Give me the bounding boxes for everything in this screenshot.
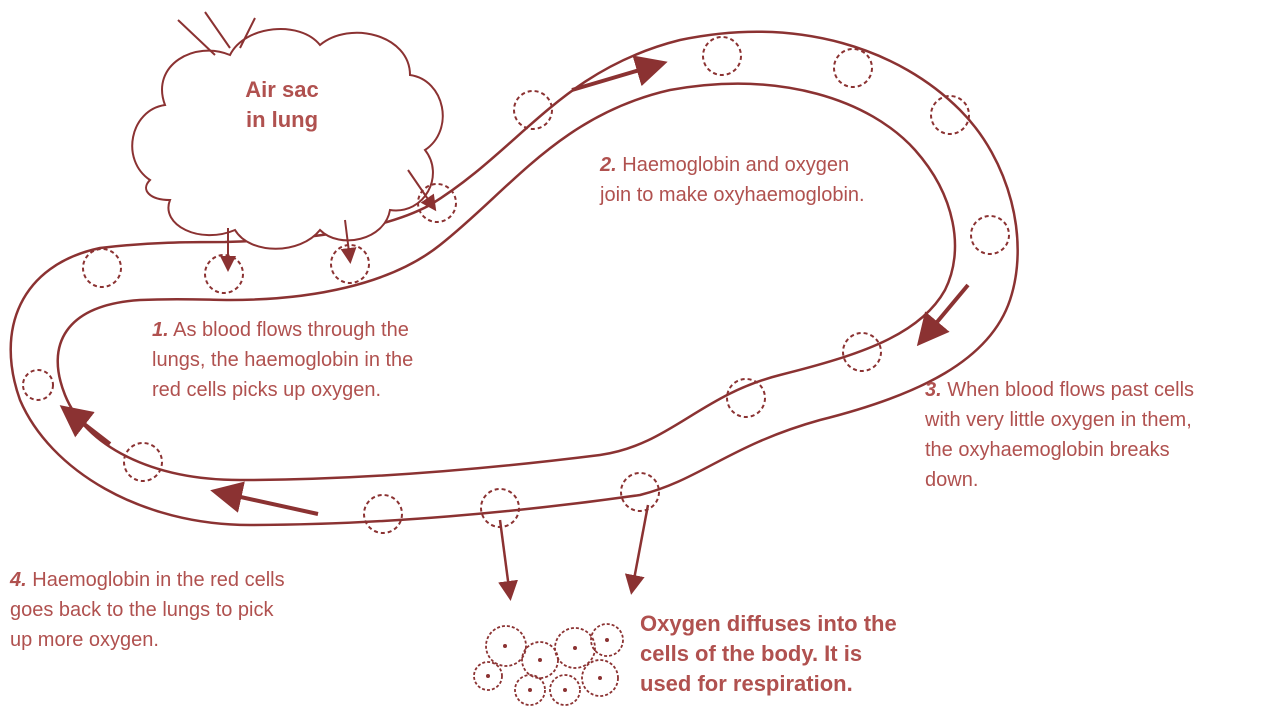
step-number: 2. <box>600 154 617 176</box>
red-blood-cell-icon <box>205 255 243 293</box>
red-blood-cell-icon <box>703 37 741 75</box>
step-text-line: down. <box>925 465 1194 495</box>
air-sac-label: Air sac in lung <box>212 75 352 135</box>
step-text-line: red cells picks up oxygen. <box>152 375 413 405</box>
air-sac-label-line: in lung <box>212 105 352 135</box>
step-number: 1. <box>152 319 169 341</box>
step-text-line: Haemoglobin in the red cells <box>32 569 284 591</box>
step-number: 4. <box>10 569 27 591</box>
oxygen-arrow-icon <box>500 520 510 596</box>
red-blood-cell-icon <box>83 249 121 287</box>
red-blood-cell-icon <box>727 379 765 417</box>
red-blood-cell-icon <box>843 333 881 371</box>
red-blood-cell-icon <box>124 443 162 481</box>
body-cells-icon <box>474 624 623 705</box>
red-blood-cell-icon <box>331 245 369 283</box>
oxygen-exit-arrows <box>500 505 648 596</box>
flow-arrow-icon <box>218 492 318 514</box>
air-sac-label-line: Air sac <box>212 75 352 105</box>
step-text-line: As blood flows through the <box>173 319 409 341</box>
flow-arrow-icon <box>572 64 660 90</box>
step-4-caption: 4. Haemoglobin in the red cells goes bac… <box>10 565 285 655</box>
red-blood-cell-icon <box>23 370 53 400</box>
step-3-caption: 3. When blood flows past cells with very… <box>925 375 1194 495</box>
step-text-line: lungs, the haemoglobin in the <box>152 345 413 375</box>
step-text-line: When blood flows past cells <box>947 379 1194 401</box>
step-number: 3. <box>925 379 942 401</box>
step-text-line: Haemoglobin and oxygen <box>622 154 849 176</box>
oxygen-arrow-icon <box>632 505 648 590</box>
step-text-line: with very little oxygen in them, <box>925 405 1194 435</box>
step-2-caption: 2. Haemoglobin and oxygen join to make o… <box>600 150 865 210</box>
red-blood-cell-icon <box>971 216 1009 254</box>
red-blood-cell-icon <box>364 495 402 533</box>
step-text-line: the oxyhaemoglobin breaks <box>925 435 1194 465</box>
outcome-text-line: Oxygen diffuses into the <box>640 609 897 639</box>
air-sac-cloud <box>132 29 443 249</box>
outcome-caption: Oxygen diffuses into the cells of the bo… <box>640 609 897 699</box>
step-1-caption: 1. As blood flows through the lungs, the… <box>152 315 413 405</box>
outcome-text-line: used for respiration. <box>640 669 897 699</box>
red-blood-cell-icon <box>834 49 872 87</box>
flow-arrow-icon <box>66 410 110 444</box>
body-cell-nuclei <box>486 638 609 692</box>
step-text-line: join to make oxyhaemoglobin. <box>600 180 865 210</box>
step-text-line: up more oxygen. <box>10 625 285 655</box>
outcome-text-line: cells of the body. It is <box>640 639 897 669</box>
step-text-line: goes back to the lungs to pick <box>10 595 285 625</box>
